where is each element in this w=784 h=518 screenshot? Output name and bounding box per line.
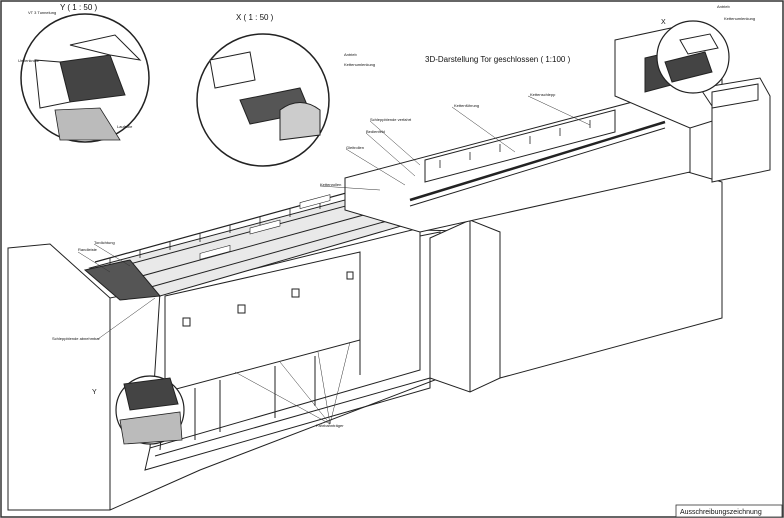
callout-tordichtung: Tordichtung [94,240,115,245]
stamp-label: Ausschreibungszeichnung [680,509,762,516]
stamp-box [675,504,783,518]
callout-bedienfeld: Bedienfeld [366,129,385,134]
detail-x-small-label-2: Kettenumlenkung [724,16,755,21]
drawing-title: 3D-Darstellung Tor geschlossen ( 1:100 ) [425,55,571,64]
callout-kettenfuehrung: Kettenführung [454,103,479,108]
detail-x-small-view [656,20,730,94]
main-structure [7,157,723,511]
detail-x-label-2: Kettenumlenkung [344,62,375,67]
callout-schleppblende-abnehmbar: Schleppblende abnehmbar [52,336,100,341]
detail-x-callout: X [661,19,666,26]
callout-gleitrollen: Gleitrollen [346,145,364,150]
detail-x-view [196,33,330,167]
detail-y-callout: Y [92,389,97,396]
callout-leaders [77,95,591,425]
detail-x-mark: X ( 1 : 50 ) [236,13,274,22]
detail-y-label-2: Umlenkrolle [18,58,40,63]
detail-y-mark: Y ( 1 : 50 ) [60,3,98,12]
callout-schleppblende-verfahrt: Schleppblende verfahrt [370,117,412,122]
detail-y-view [20,13,150,143]
callout-randleiste: Randleiste [78,247,98,252]
detail-x-small-label-1: Antrieb [717,4,730,9]
detail-y-small-view [115,375,185,445]
detail-y-label-3: Laufrolle [117,124,133,129]
callout-fahrbahntraeger: Fahrbahnträger [316,423,344,428]
detail-y-label-1: VT 3 Tunnelung [28,10,56,15]
callout-kettenrollen: Kettenrollen [320,182,341,187]
callout-kettenschlepp: Kettenschlepp [530,92,556,97]
detail-x-label-1: Antrieb [344,52,357,57]
